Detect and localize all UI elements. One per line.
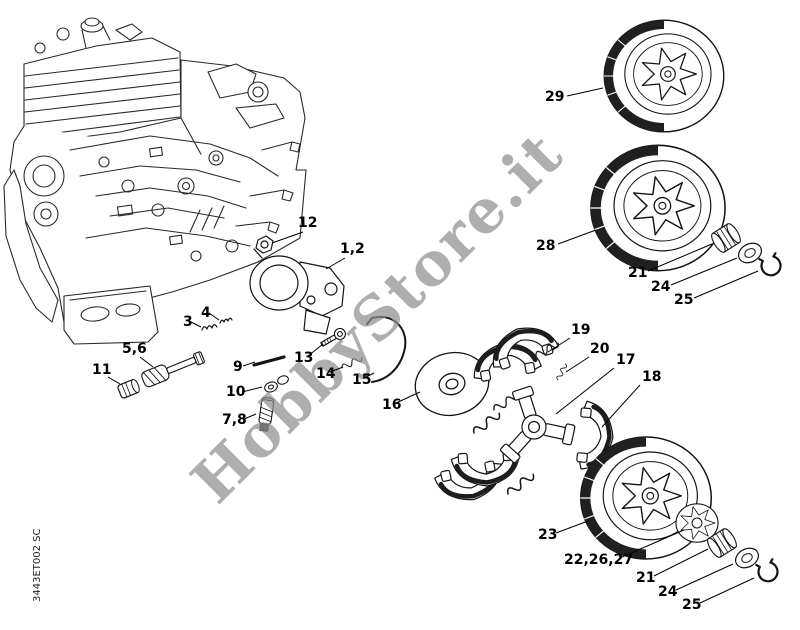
part-label-25: 25 — [682, 597, 701, 613]
wire-clip-15 — [366, 315, 407, 383]
part-label-20: 20 — [590, 341, 610, 357]
part-label-12: 12 — [298, 215, 317, 231]
callout-line-5-6 — [139, 356, 154, 368]
collar-nut-12 — [255, 235, 274, 254]
part-label-22-26-27: 22,26,27 — [564, 552, 633, 568]
part-label-11: 11 — [92, 362, 111, 378]
washer-disc-16 — [414, 351, 490, 417]
washers-10 — [264, 375, 289, 393]
part-label-23: 23 — [538, 527, 557, 543]
part-label-28: 28 — [536, 238, 555, 254]
clutch-drum-29 — [604, 20, 724, 132]
part-label-10: 10 — [226, 384, 246, 400]
clutch-drum-28 — [591, 145, 725, 270]
part-label-16: 16 — [382, 397, 401, 413]
part-label-4: 4 — [201, 305, 211, 321]
callout-line-19 — [547, 337, 571, 353]
callout-line-28 — [557, 229, 597, 245]
part-label-21: 21 — [636, 570, 655, 586]
engine-crankcase-assembly — [3, 17, 307, 345]
part-label-7-8: 7,8 — [222, 412, 247, 428]
part-label-3: 3 — [183, 314, 193, 330]
part-label-9: 9 — [233, 359, 243, 375]
callout-line-25 — [693, 270, 759, 299]
part-label-17: 17 — [616, 352, 635, 368]
circlip-25-lower — [754, 557, 782, 586]
worm-gear-5-6 — [141, 351, 205, 388]
callout-line-1-2 — [325, 257, 346, 270]
plug-11 — [117, 378, 140, 399]
callout-line-24 — [675, 563, 734, 591]
part-label-21: 21 — [628, 265, 647, 281]
part-label-29: 29 — [545, 89, 564, 105]
callout-line-7-8 — [243, 413, 257, 420]
callout-line-10 — [241, 386, 263, 393]
callout-line-4 — [208, 312, 220, 321]
callout-line-14 — [329, 366, 344, 373]
clutch-carrier-17 — [500, 385, 576, 464]
callout-line-15 — [363, 372, 375, 379]
part-label-24: 24 — [651, 279, 671, 295]
washer-24-lower — [731, 543, 763, 573]
callout-line-24 — [670, 257, 738, 286]
part-label-15: 15 — [352, 372, 371, 388]
part-label-5-6: 5,6 — [122, 341, 147, 357]
circlip-25-upper — [757, 251, 785, 280]
part-label-24: 24 — [658, 584, 678, 600]
callout-line-21 — [653, 548, 709, 577]
part-label-25: 25 — [674, 292, 693, 308]
clutch-shoes-upper — [469, 318, 560, 382]
part-label-1-2: 1,2 — [340, 241, 365, 257]
part-label-19: 19 — [571, 322, 590, 338]
callout-line-20 — [565, 356, 590, 373]
callout-line-29 — [566, 87, 604, 97]
oil-pump-assembly — [249, 248, 345, 335]
part-label-18: 18 — [642, 369, 661, 385]
callout-line-3 — [190, 321, 202, 328]
spring-20 — [555, 362, 568, 382]
callout-line-13 — [307, 343, 324, 357]
pin-9 — [252, 355, 286, 367]
callout-line-23 — [555, 520, 589, 534]
rim-sprocket-22-26-27 — [675, 503, 719, 543]
callout-line-16 — [395, 391, 421, 404]
part-label-13: 13 — [294, 350, 313, 366]
part-label-14: 14 — [316, 366, 336, 382]
callout-line-22-26-27 — [621, 529, 685, 558]
doc-code-text: 3443ET002 SC — [32, 529, 43, 602]
washer-24-upper — [734, 238, 766, 268]
callout-line-12 — [271, 231, 304, 244]
callout-line-25 — [699, 577, 755, 604]
callout-line-18 — [601, 384, 641, 428]
callout-line-9 — [242, 361, 256, 367]
callout-line-17 — [555, 367, 615, 415]
oil-pump-valve-7-8 — [258, 396, 275, 432]
callout-line-21 — [647, 243, 713, 272]
springs-3-4 — [201, 317, 233, 331]
callout-line-11 — [107, 376, 121, 385]
